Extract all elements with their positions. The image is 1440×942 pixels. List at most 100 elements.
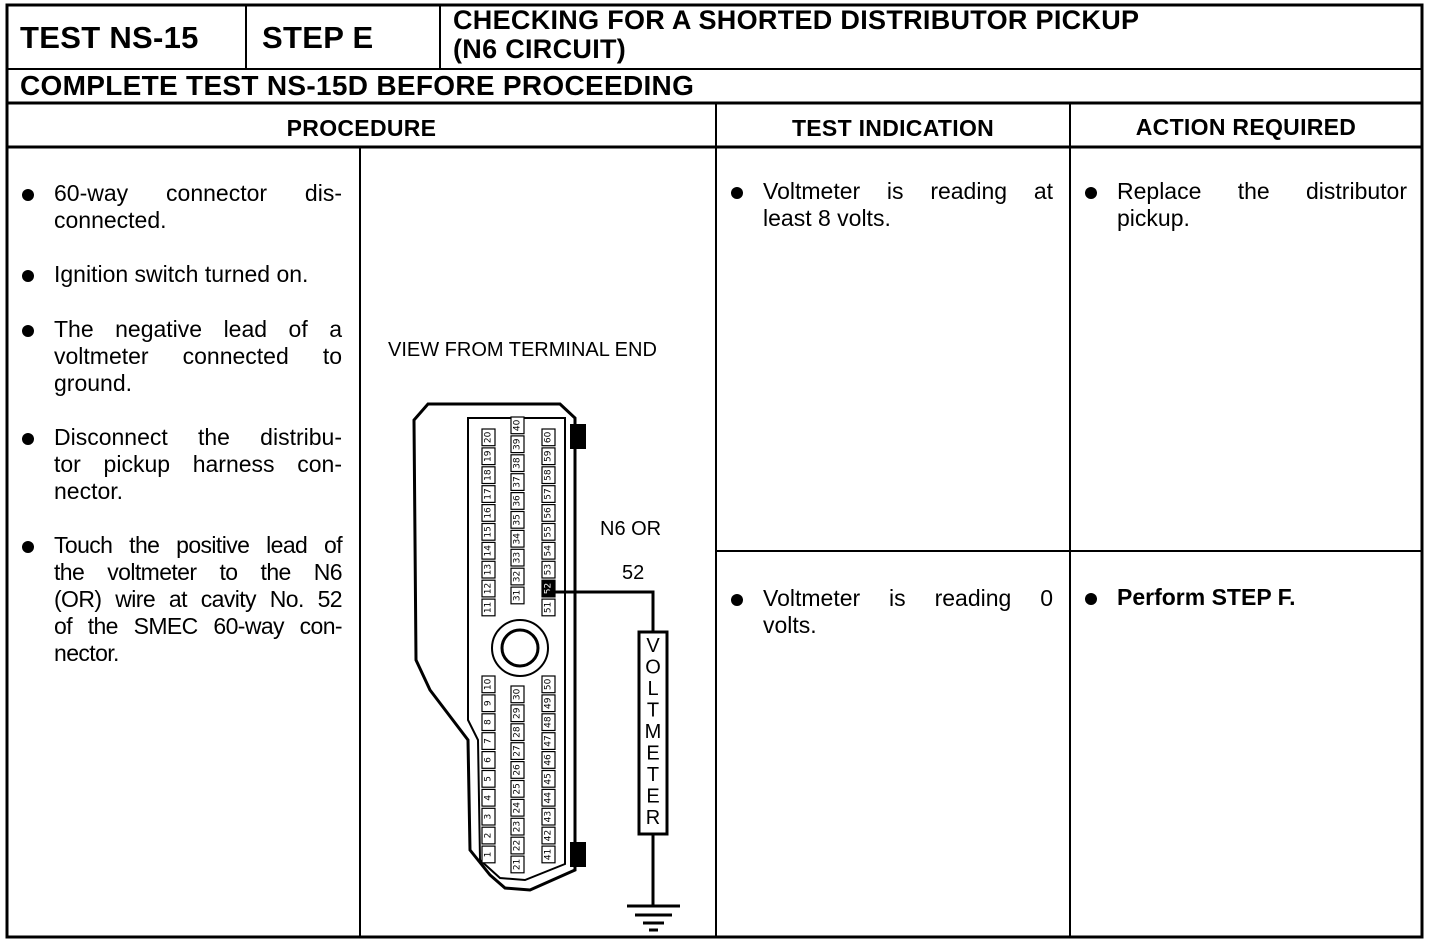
terminal-pin: 54 bbox=[541, 541, 556, 560]
procedure-step: Ignition switch turned on. bbox=[22, 261, 342, 288]
terminal-pin-number: 46 bbox=[544, 754, 554, 766]
ground-symbol-icon bbox=[627, 904, 680, 932]
terminal-pin-number: 32 bbox=[513, 571, 523, 582]
terminal-pin: 20 bbox=[481, 428, 496, 447]
terminal-pin: 50 bbox=[541, 675, 556, 694]
terminal-pin: 2 bbox=[481, 826, 496, 845]
terminal-pin-number: 44 bbox=[544, 792, 554, 804]
terminal-pin-number: 52 bbox=[544, 583, 554, 594]
terminal-pin-number: 25 bbox=[513, 783, 523, 794]
terminal-pin: 27 bbox=[510, 742, 525, 761]
terminal-pin-number: 34 bbox=[513, 533, 523, 545]
terminal-pin-number: 55 bbox=[544, 526, 554, 537]
terminal-pin-number: 13 bbox=[484, 564, 494, 575]
terminal-pin-number: 36 bbox=[513, 495, 523, 507]
terminal-pin: 49 bbox=[541, 694, 556, 713]
terminal-pin: 33 bbox=[510, 548, 525, 567]
view-label: VIEW FROM TERMINAL END bbox=[388, 339, 657, 361]
terminal-pin: 26 bbox=[510, 760, 525, 779]
terminal-pin: 36 bbox=[510, 492, 525, 510]
terminal-pin: 47 bbox=[541, 732, 556, 751]
terminal-pin: 60 bbox=[541, 428, 556, 447]
terminal-pin: 18 bbox=[481, 466, 496, 485]
voltmeter-letter: T bbox=[647, 700, 659, 722]
terminal-pin: 38 bbox=[510, 454, 525, 473]
terminal-pin: 19 bbox=[481, 447, 496, 466]
terminal-pin: 44 bbox=[541, 788, 556, 807]
terminal-pin: 30 bbox=[510, 685, 525, 704]
terminal-pin: 52 bbox=[541, 579, 556, 598]
terminal-pin: 45 bbox=[541, 769, 556, 788]
terminal-pin-number: 12 bbox=[484, 583, 494, 594]
terminal-pin: 8 bbox=[481, 713, 496, 732]
title-line-2: (N6 CIRCUIT) bbox=[453, 34, 627, 64]
terminal-pin-number: 16 bbox=[484, 507, 494, 519]
terminal-pin: 15 bbox=[481, 522, 496, 541]
terminal-pin: 55 bbox=[541, 522, 556, 541]
terminal-pins: 2019181716151413121140393837363534333231… bbox=[481, 416, 556, 874]
lower-latch bbox=[570, 842, 586, 867]
center-boss-outer bbox=[491, 619, 549, 677]
terminal-pin: 1 bbox=[481, 845, 496, 864]
terminal-pin-number: 51 bbox=[544, 602, 554, 613]
terminal-pin-number: 56 bbox=[544, 507, 554, 519]
terminal-pin-number: 40 bbox=[513, 419, 523, 431]
terminal-pin: 58 bbox=[541, 466, 556, 485]
voltmeter-letter: E bbox=[646, 786, 659, 808]
terminal-pin-number: 1 bbox=[484, 852, 494, 858]
terminal-pin: 37 bbox=[510, 473, 525, 492]
column-header-procedure: PROCEDURE bbox=[286, 115, 437, 141]
terminal-pin: 10 bbox=[481, 675, 496, 694]
terminal-pin: 53 bbox=[541, 560, 556, 579]
terminal-pin: 56 bbox=[541, 504, 556, 522]
terminal-pin: 4 bbox=[481, 788, 496, 807]
terminal-pin: 13 bbox=[481, 560, 496, 579]
terminal-pin-number: 18 bbox=[484, 469, 494, 481]
terminal-pin-number: 3 bbox=[484, 814, 494, 820]
terminal-pin-number: 15 bbox=[484, 526, 494, 537]
voltmeter-letter: O bbox=[645, 657, 661, 679]
terminal-pin-number: 10 bbox=[484, 678, 494, 690]
terminal-pin: 9 bbox=[481, 694, 496, 713]
terminal-pin-number: 60 bbox=[544, 431, 554, 443]
terminal-pin-number: 33 bbox=[513, 552, 523, 563]
terminal-pin-number: 7 bbox=[484, 738, 494, 744]
procedure-step: The negative lead of a voltmeter connect… bbox=[22, 316, 342, 397]
wire-label: N6 OR bbox=[600, 518, 662, 540]
prerequisite-note: COMPLETE TEST NS-15D BEFORE PROCEEDING bbox=[20, 70, 695, 101]
terminal-pin: 43 bbox=[541, 807, 556, 826]
terminal-pin-number: 24 bbox=[513, 802, 523, 814]
bullet-dot bbox=[22, 541, 34, 553]
terminal-pin: 51 bbox=[541, 598, 556, 617]
bullet-dot bbox=[22, 270, 34, 282]
terminal-pin-number: 14 bbox=[484, 545, 494, 557]
action-row-2: Perform STEP F. bbox=[1085, 584, 1407, 611]
column-header-action-required: ACTION REQUIRED bbox=[1135, 114, 1357, 140]
terminal-pin-number: 8 bbox=[484, 719, 494, 725]
terminal-pin-number: 21 bbox=[513, 859, 523, 870]
voltmeter-letter: E bbox=[646, 743, 659, 765]
voltmeter-letter: R bbox=[646, 807, 660, 829]
terminal-pin: 24 bbox=[510, 798, 525, 817]
title-line-1: CHECKING FOR A SHORTED DISTRIBUTOR PICKU… bbox=[453, 5, 1140, 35]
terminal-pin: 28 bbox=[510, 723, 525, 742]
terminal-pin-number: 38 bbox=[513, 457, 523, 469]
voltmeter-letter: M bbox=[645, 721, 662, 743]
terminal-pin-number: 48 bbox=[544, 716, 554, 728]
terminal-pin-number: 31 bbox=[513, 590, 523, 601]
terminal-pin-number: 30 bbox=[513, 688, 523, 700]
terminal-pin-number: 28 bbox=[513, 726, 523, 738]
indication-row-1: Voltmeter is reading at least 8 volts. bbox=[731, 178, 1053, 232]
terminal-pin-number: 11 bbox=[484, 602, 494, 613]
terminal-pin-number: 43 bbox=[544, 811, 554, 822]
terminal-pin: 7 bbox=[481, 732, 496, 751]
terminal-pin: 42 bbox=[541, 826, 556, 845]
terminal-pin: 3 bbox=[481, 807, 496, 826]
terminal-pin: 35 bbox=[510, 510, 525, 529]
terminal-pin-number: 45 bbox=[544, 773, 554, 784]
terminal-pin-number: 42 bbox=[544, 830, 554, 841]
voltmeter-letter: V bbox=[646, 635, 660, 657]
